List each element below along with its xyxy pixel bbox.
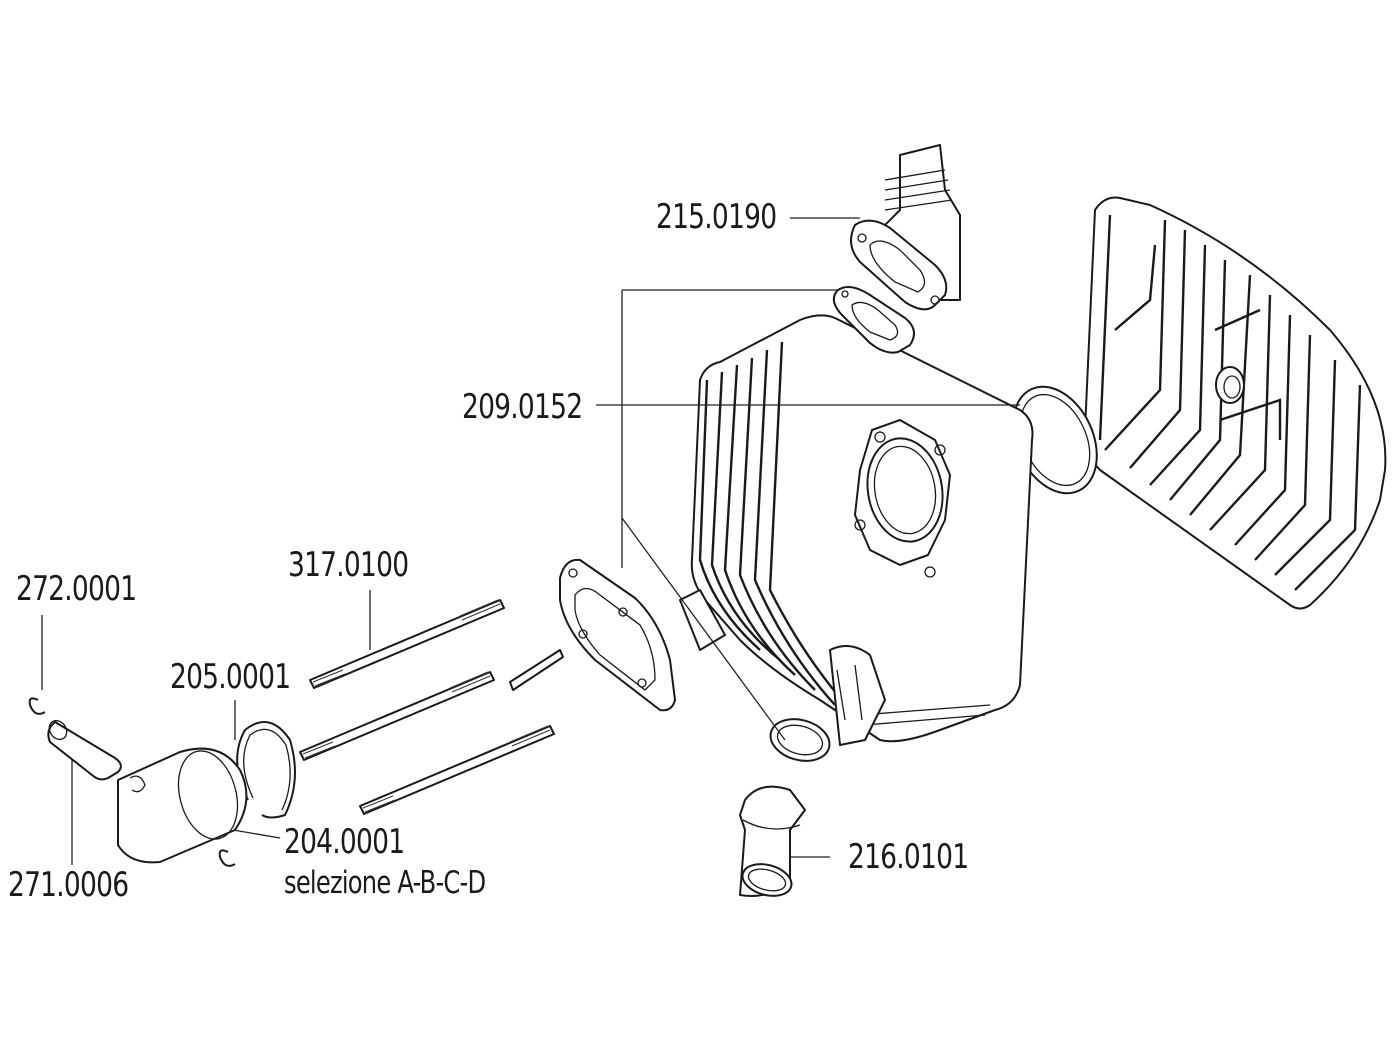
label-stud-bolts: 317.0100: [288, 545, 409, 585]
exhaust-stub-drawing: [739, 785, 806, 897]
label-piston-pin: 271.0006: [8, 865, 129, 905]
piston-drawing: [117, 747, 248, 864]
intake-gasket-drawing: [832, 285, 915, 354]
label-gasket-set: 209.0152: [462, 387, 583, 427]
label-intake-manifold: 215.0190: [656, 197, 777, 237]
circlip-drawing: [28, 697, 236, 867]
cylinder-head-drawing: [1084, 196, 1387, 610]
label-piston-selection: selezione A-B-C-D: [284, 865, 486, 901]
label-piston-ring: 205.0001: [170, 657, 291, 697]
exhaust-gasket-drawing: [769, 718, 831, 762]
leader-lines: [41, 217, 1020, 865]
stud-bolts-drawing: [299, 599, 564, 815]
label-exhaust-stub: 216.0101: [848, 837, 969, 877]
label-circlip: 272.0001: [16, 569, 137, 609]
cylinder-body-drawing: [679, 314, 1034, 746]
piston-pin-drawing: [47, 719, 122, 781]
label-piston: 204.0001: [284, 822, 405, 862]
piston-ring-drawing: [236, 721, 296, 819]
base-gasket-drawing: [559, 558, 676, 712]
intake-manifold-drawing: [850, 144, 961, 311]
